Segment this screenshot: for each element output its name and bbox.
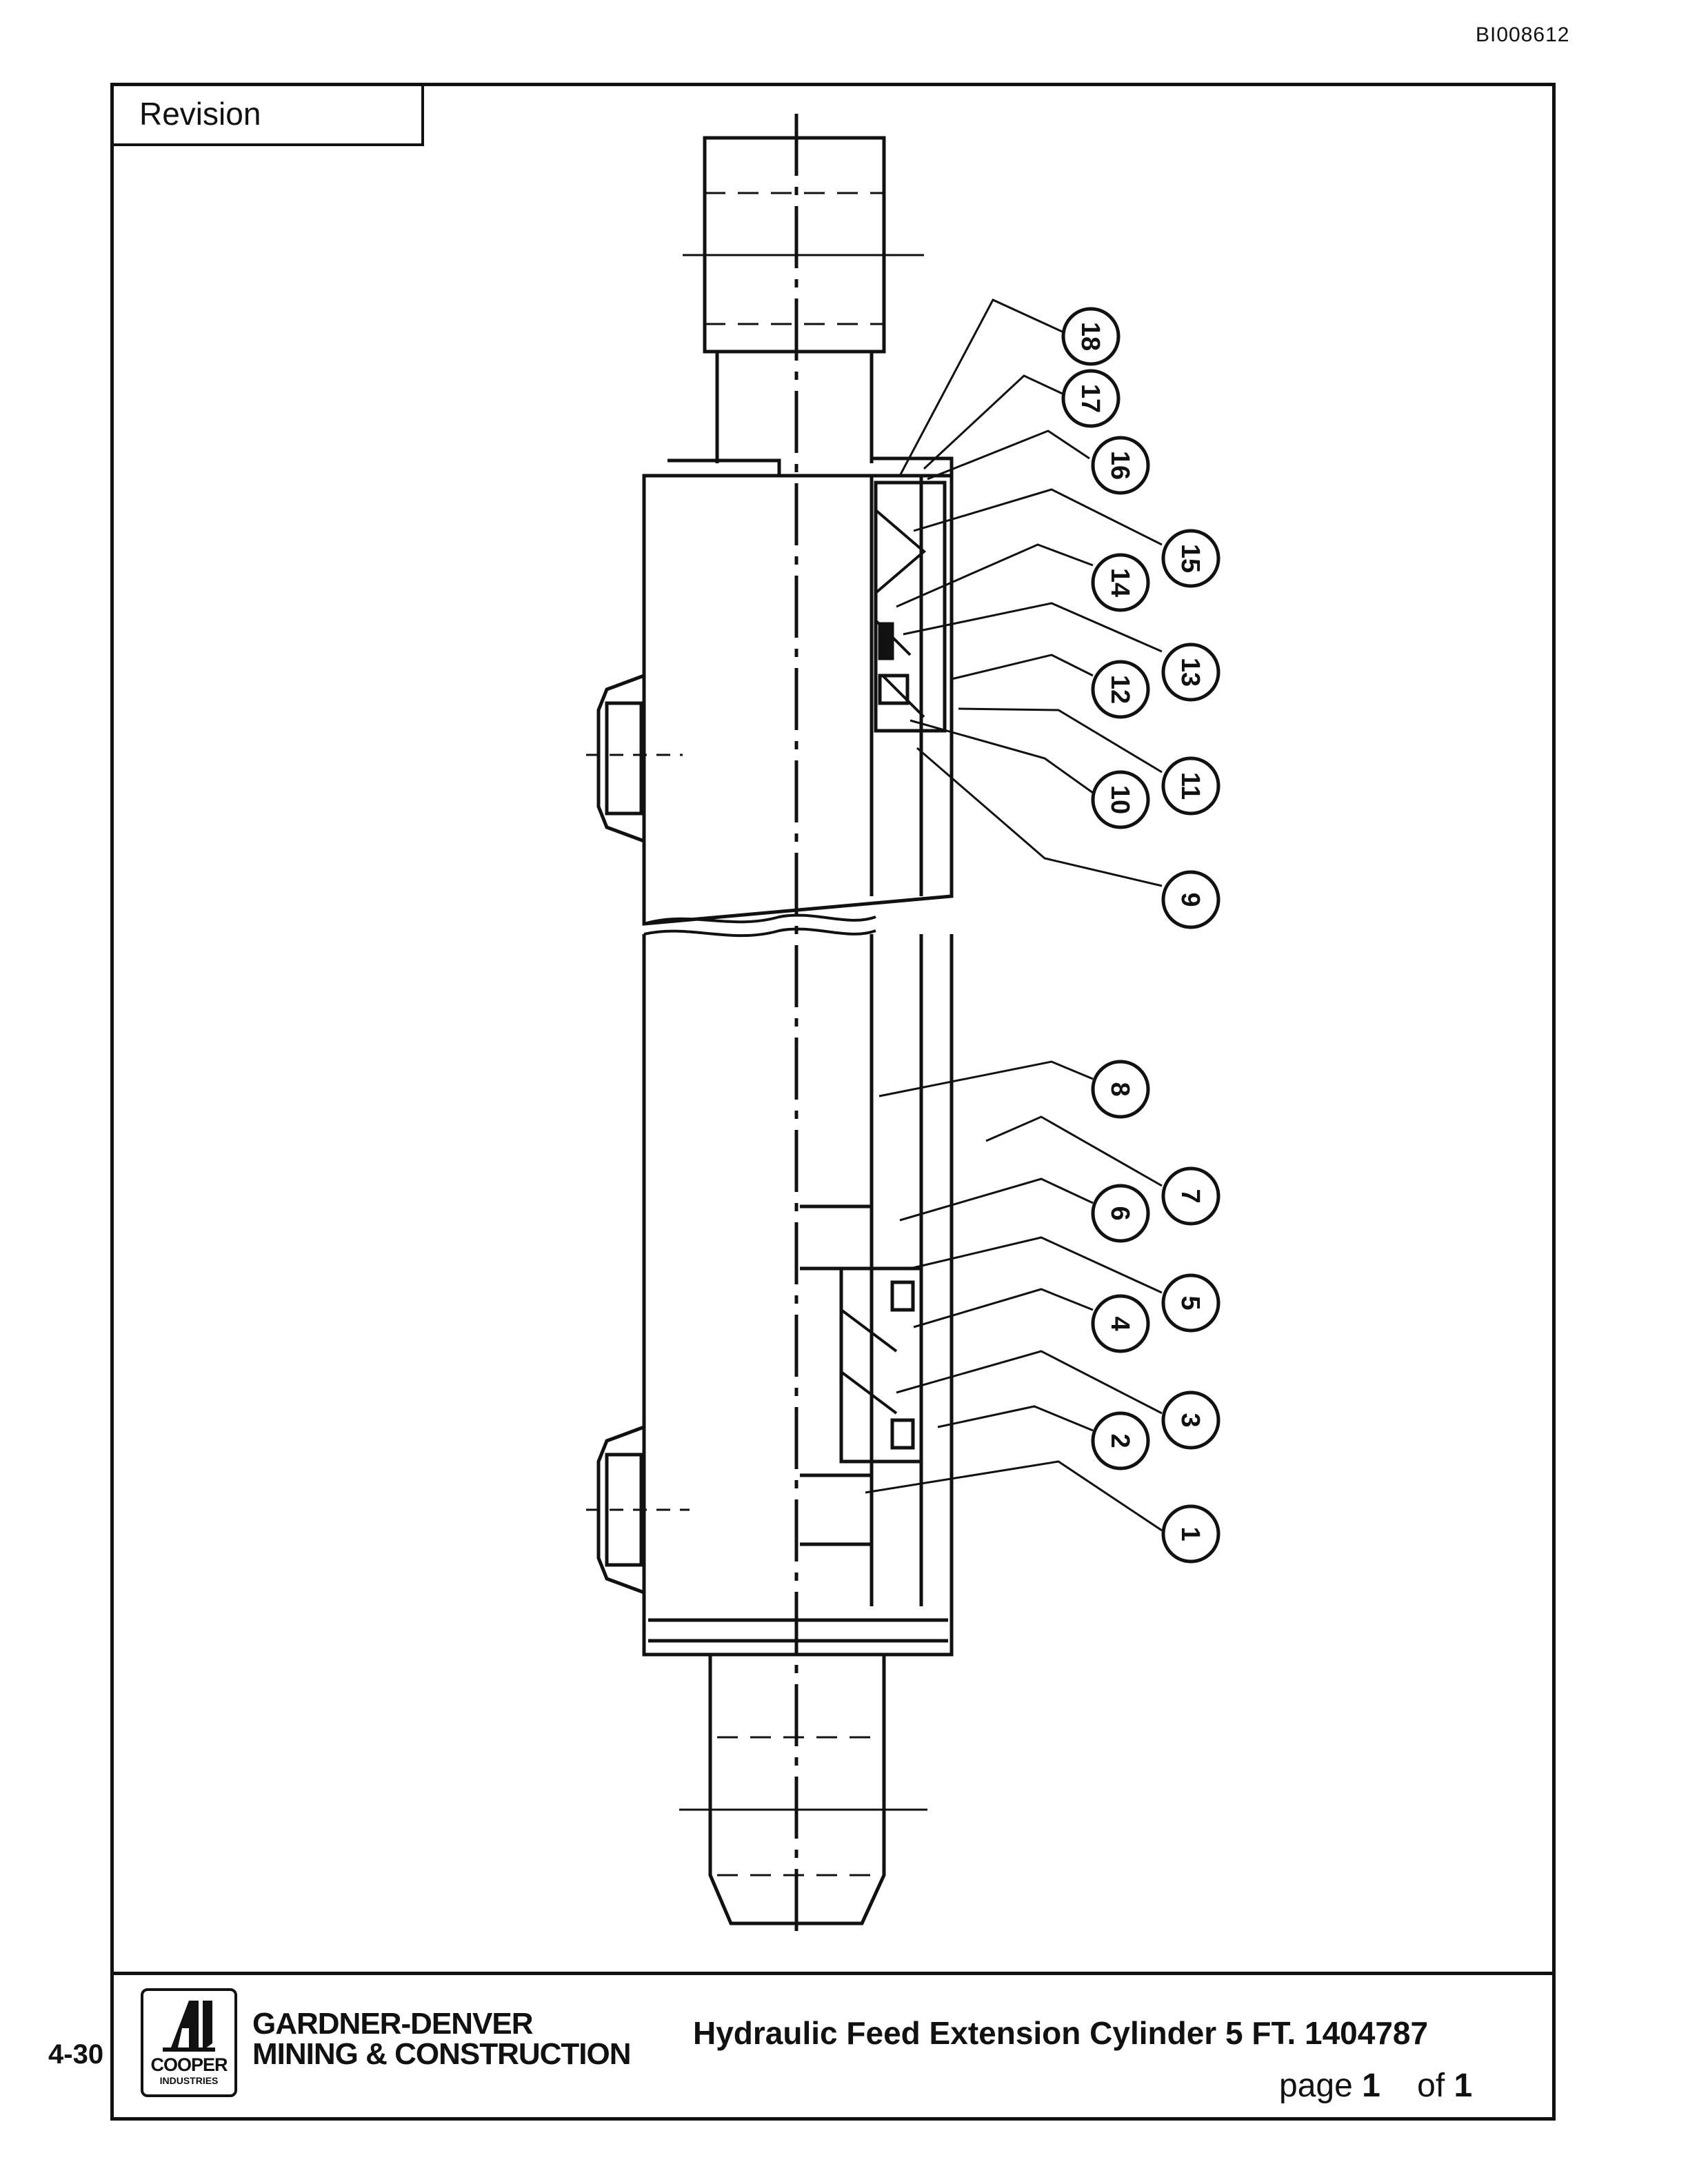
logo-sub: INDUSTRIES bbox=[159, 2075, 219, 2086]
revision-label: Revision bbox=[139, 96, 261, 132]
balloon-7: 7 bbox=[1161, 1166, 1220, 1226]
balloon-18: 18 bbox=[1061, 307, 1121, 366]
svg-text:11: 11 bbox=[1176, 772, 1205, 800]
company-name: GARDNER-DENVER MINING & CONSTRUCTION bbox=[252, 2007, 632, 2071]
port-boss-upper bbox=[596, 674, 645, 843]
page-info: page 1 of 1 bbox=[1279, 2067, 1472, 2105]
page-number: 4-30 bbox=[48, 2039, 104, 2070]
break-line bbox=[643, 913, 876, 925]
piston bbox=[800, 1204, 923, 1464]
svg-text:12: 12 bbox=[1105, 675, 1134, 704]
svg-text:16: 16 bbox=[1105, 451, 1134, 480]
revision-box: Revision bbox=[110, 83, 424, 146]
drawing-title: Hydraulic Feed Extension Cylinder 5 FT. … bbox=[693, 2015, 1429, 2051]
svg-text:5: 5 bbox=[1176, 1295, 1205, 1310]
balloon-14: 14 bbox=[1091, 553, 1150, 612]
balloon-1: 1 bbox=[1161, 1504, 1220, 1564]
balloon-8: 8 bbox=[1091, 1060, 1150, 1119]
balloon-12: 12 bbox=[1091, 660, 1150, 719]
svg-text:3: 3 bbox=[1176, 1413, 1205, 1427]
svg-text:15: 15 bbox=[1176, 544, 1205, 573]
company-line1: GARDNER-DENVER bbox=[252, 2007, 533, 2041]
company-line2: MINING & CONSTRUCTION bbox=[252, 2037, 632, 2071]
lower-barrel bbox=[642, 934, 954, 1657]
balloon-6: 6 bbox=[1091, 1184, 1150, 1243]
svg-text:8: 8 bbox=[1105, 1082, 1134, 1096]
cooper-logo: COOPER INDUSTRIES bbox=[141, 1988, 237, 2097]
rod-eye-top bbox=[703, 136, 886, 354]
page-total: 1 bbox=[1454, 2067, 1473, 2104]
balloon-17: 17 bbox=[1061, 369, 1121, 428]
svg-text:6: 6 bbox=[1105, 1206, 1134, 1220]
svg-text:4: 4 bbox=[1105, 1316, 1134, 1331]
page-label: page bbox=[1279, 2067, 1353, 2104]
svg-text:10: 10 bbox=[1105, 785, 1134, 814]
logo-brand: COOPER bbox=[150, 2054, 228, 2075]
svg-text:18: 18 bbox=[1076, 322, 1105, 351]
svg-text:1: 1 bbox=[1176, 1526, 1205, 1541]
balloon-5: 5 bbox=[1161, 1273, 1220, 1333]
balloon-13: 13 bbox=[1161, 643, 1220, 702]
svg-text:13: 13 bbox=[1176, 658, 1205, 687]
balloon-11: 11 bbox=[1161, 756, 1220, 816]
cooper-logo-icon bbox=[163, 2001, 215, 2052]
upper-barrel bbox=[642, 474, 954, 926]
svg-text:9: 9 bbox=[1176, 892, 1205, 907]
page-current: 1 bbox=[1362, 2067, 1380, 2104]
svg-text:2: 2 bbox=[1105, 1433, 1134, 1448]
svg-text:14: 14 bbox=[1105, 568, 1134, 597]
balloon-9: 9 bbox=[1161, 870, 1220, 929]
drawing-frame bbox=[110, 83, 1556, 2121]
balloon-15: 15 bbox=[1161, 529, 1220, 588]
balloon-3: 3 bbox=[1161, 1391, 1220, 1450]
balloon-16: 16 bbox=[1091, 436, 1150, 495]
balloon-2: 2 bbox=[1091, 1411, 1150, 1470]
svg-text:7: 7 bbox=[1176, 1189, 1205, 1203]
svg-text:17: 17 bbox=[1076, 384, 1105, 413]
balloon-10: 10 bbox=[1091, 770, 1150, 829]
title-block-separator bbox=[110, 1972, 1556, 1975]
balloon-4: 4 bbox=[1091, 1294, 1150, 1353]
of-label: of bbox=[1417, 2067, 1445, 2104]
document-id: BI008612 bbox=[1476, 23, 1570, 46]
